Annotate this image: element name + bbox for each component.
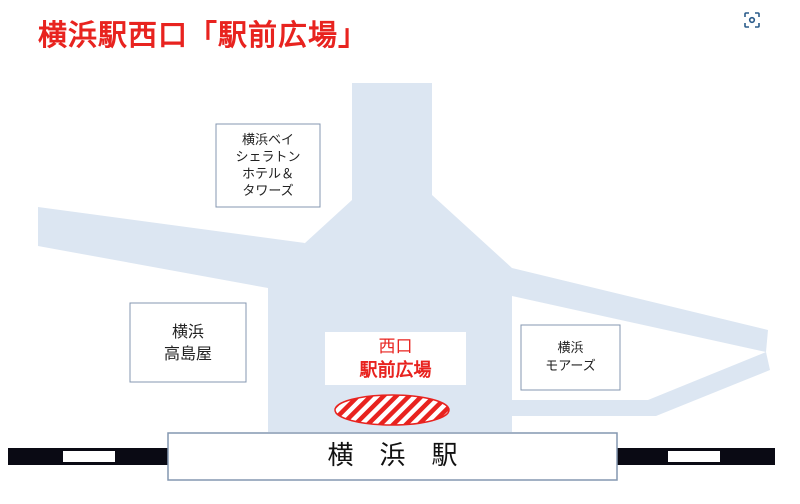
- building-label: タワーズ: [242, 183, 294, 199]
- road-right-upper: [512, 268, 768, 352]
- road-left: [38, 207, 305, 288]
- plaza-label-box: [325, 332, 466, 385]
- plaza-hatched-area: [334, 394, 450, 426]
- plaza-label-line2: 駅前広場: [359, 359, 432, 381]
- station-name: 横 浜 駅: [327, 441, 458, 471]
- building-label: 横浜ベイ: [241, 132, 294, 148]
- building-label: 高島屋: [163, 343, 212, 363]
- building-label: シェラトン: [235, 149, 301, 165]
- plaza-label: 西口 駅前広場: [325, 332, 466, 385]
- building-sheraton-box: [215, 123, 321, 208]
- page-title: 横浜駅西口「駅前広場」: [38, 18, 369, 52]
- building-mores: 横浜 モアーズ: [521, 325, 620, 390]
- road-right-lower: [512, 352, 770, 416]
- plaza-label-line1: 西口: [378, 336, 413, 357]
- building-label: 横浜: [557, 340, 584, 356]
- building-takashimaya-box: [129, 302, 247, 383]
- building-takashimaya: 横浜 高島屋: [130, 303, 246, 382]
- building-label: 横浜: [171, 321, 204, 341]
- visual-search-icon[interactable]: [742, 10, 762, 30]
- building-mores-box: [520, 324, 621, 391]
- building-label: モアーズ: [545, 358, 596, 374]
- station-box: [167, 432, 618, 481]
- track-segment-right: [668, 451, 720, 462]
- building-sheraton: 横浜ベイ シェラトン ホテル＆ タワーズ: [216, 124, 320, 207]
- track-segment-left: [63, 451, 115, 462]
- building-label: ホテル＆: [241, 166, 294, 182]
